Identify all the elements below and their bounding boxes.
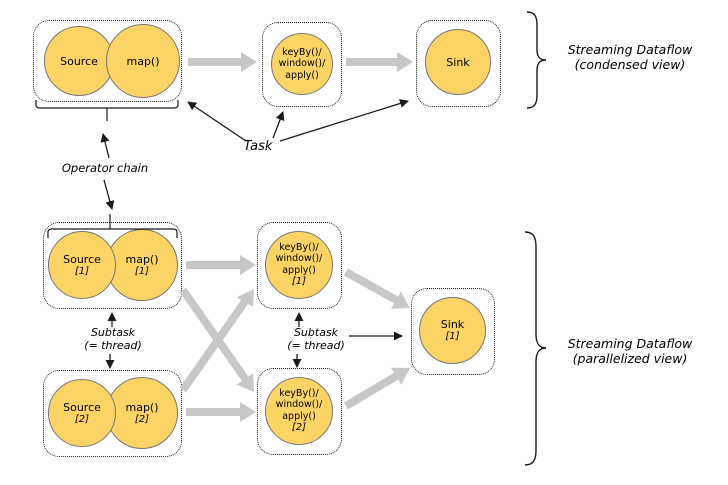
- parallel-keyby2-line1: keyBy()/: [279, 387, 319, 399]
- dataflow-arrowhead: [240, 402, 256, 422]
- condensed-caption-line1: Streaming Dataflow: [567, 42, 693, 57]
- condensed-caption-line2: (condensed view): [574, 56, 686, 72]
- parallel-source2-label: Source: [63, 400, 101, 414]
- dataflow-arrow-src1-to-key2: [179, 287, 250, 383]
- parallel-source2-node: Source [2]: [48, 379, 116, 447]
- subtask-right-line1: Subtask: [293, 326, 339, 339]
- dataflow-arrow-key2-to-sink: [343, 371, 401, 410]
- subtask-annotation-right: Subtask (= thread): [266, 326, 366, 352]
- parallel-source1-index: [1]: [74, 265, 90, 277]
- operator-chain-arrow-down: [103, 179, 115, 210]
- parallel-keyby1-index: [1]: [291, 276, 307, 288]
- dataflow-arrowhead: [391, 291, 410, 309]
- operator-chain-annotation-label: Operator chain: [61, 161, 149, 175]
- parallel-map1-node: map() [1]: [106, 229, 178, 301]
- dataflow-arrowhead: [236, 373, 254, 392]
- condensed-view-brace: [526, 11, 547, 109]
- task-arrow-to-sink-box: [279, 99, 409, 142]
- condensed-map-label: map(): [126, 54, 160, 68]
- parallel-keyby1-node: keyBy()/ window()/ apply() [1]: [265, 231, 333, 299]
- condensed-sink-node: Sink: [425, 29, 491, 95]
- parallel-keyby1-line1: keyBy()/: [279, 241, 319, 253]
- condensed-keyby-line3: apply(): [285, 69, 319, 81]
- dataflow-arrowhead: [397, 52, 413, 72]
- parallel-keyby2-node: keyBy()/ window()/ apply() [2]: [265, 377, 333, 445]
- condensed-source-label: Source: [60, 54, 98, 68]
- dataflow-arrowhead: [236, 289, 254, 307]
- dataflow-arrowhead: [391, 367, 410, 385]
- parallel-keyby1-line2: window()/: [275, 253, 323, 265]
- subtask-left-line2: (= thread): [84, 339, 142, 352]
- parallel-sink-label: Sink: [440, 318, 465, 331]
- task-arrow-to-chain-box: [187, 101, 247, 142]
- dataflow-arrowhead: [240, 255, 256, 275]
- condensed-sink-label: Sink: [446, 55, 470, 69]
- parallel-map1-index: [1]: [134, 265, 150, 277]
- parallel-keyby2-line3: apply(): [282, 410, 316, 422]
- parallelized-view-brace: [524, 231, 547, 466]
- subtask-left-line1: Subtask: [90, 326, 136, 339]
- parallel-keyby2-index: [2]: [291, 422, 307, 434]
- condensed-keyby-line2: window()/: [278, 58, 326, 70]
- parallelized-view-caption: Streaming Dataflow (parallelized view): [554, 336, 706, 366]
- operator-chain-arrow-up: [100, 133, 110, 159]
- subtask-annotation-left: Subtask (= thread): [63, 326, 163, 352]
- condensed-keyby-node: keyBy()/ window()/ apply(): [271, 33, 333, 95]
- task-arrow-to-task-box: [272, 111, 285, 139]
- parallel-keyby1-line3: apply(): [282, 264, 316, 276]
- parallel-caption-line1: Streaming Dataflow: [567, 336, 693, 351]
- task-annotation-label: Task: [243, 139, 273, 154]
- parallel-sink-node: Sink [1]: [419, 297, 486, 364]
- parallel-caption-line2: (parallelized view): [572, 350, 688, 366]
- parallel-keyby2-line2: window()/: [275, 399, 323, 411]
- parallel-map1-label: map(): [125, 252, 159, 266]
- parallel-map2-node: map() [2]: [106, 377, 178, 449]
- condensed-source-node: Source: [44, 26, 114, 96]
- parallel-map2-label: map(): [125, 400, 159, 414]
- parallel-sink-index: [1]: [445, 331, 460, 342]
- condensed-keyby-line1: keyBy()/: [282, 46, 322, 58]
- parallel-map2-index: [2]: [134, 413, 150, 425]
- parallel-source2-index: [2]: [74, 413, 90, 425]
- condensed-view-caption: Streaming Dataflow (condensed view): [554, 42, 706, 72]
- dataflow-arrow-key1-to-sink: [344, 268, 400, 305]
- dataflow-arrow-src2-to-key1: [179, 297, 250, 393]
- parallel-source1-label: Source: [63, 252, 101, 266]
- subtask-right-line2: (= thread): [287, 339, 345, 352]
- dataflow-arrowhead: [241, 52, 257, 72]
- parallel-source1-node: Source [1]: [48, 231, 116, 299]
- condensed-map-node: map(): [106, 24, 180, 98]
- view-braces: [524, 11, 547, 466]
